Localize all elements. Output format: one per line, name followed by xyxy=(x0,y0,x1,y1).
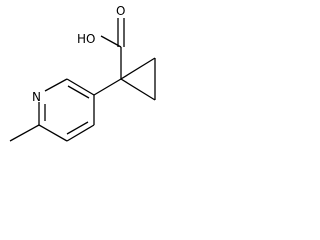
bond-cp-3 xyxy=(120,78,156,101)
nitrogen-atom-label: N xyxy=(32,90,41,104)
bond-c5-c6 xyxy=(38,124,68,142)
bond-cp-1 xyxy=(120,57,156,80)
carboxylic-acid-group xyxy=(100,18,125,79)
carbonyl-oxygen-label: O xyxy=(116,4,125,18)
bond-c4-c5-inner xyxy=(66,121,89,135)
cyclopropane-ring xyxy=(120,57,156,101)
bond-c2-c3 xyxy=(66,78,95,96)
chemical-structure-diagram: N HO O xyxy=(9,4,156,142)
bond-methyl xyxy=(9,124,40,142)
bond-c2-c3-inner xyxy=(67,85,90,99)
bond-c4-c5 xyxy=(66,124,95,142)
bond-n1-c2 xyxy=(44,78,68,92)
bond-ring-to-cyclopropane xyxy=(93,78,122,96)
hydroxyl-label: HO xyxy=(77,32,95,46)
pyridine-ring xyxy=(38,78,95,142)
